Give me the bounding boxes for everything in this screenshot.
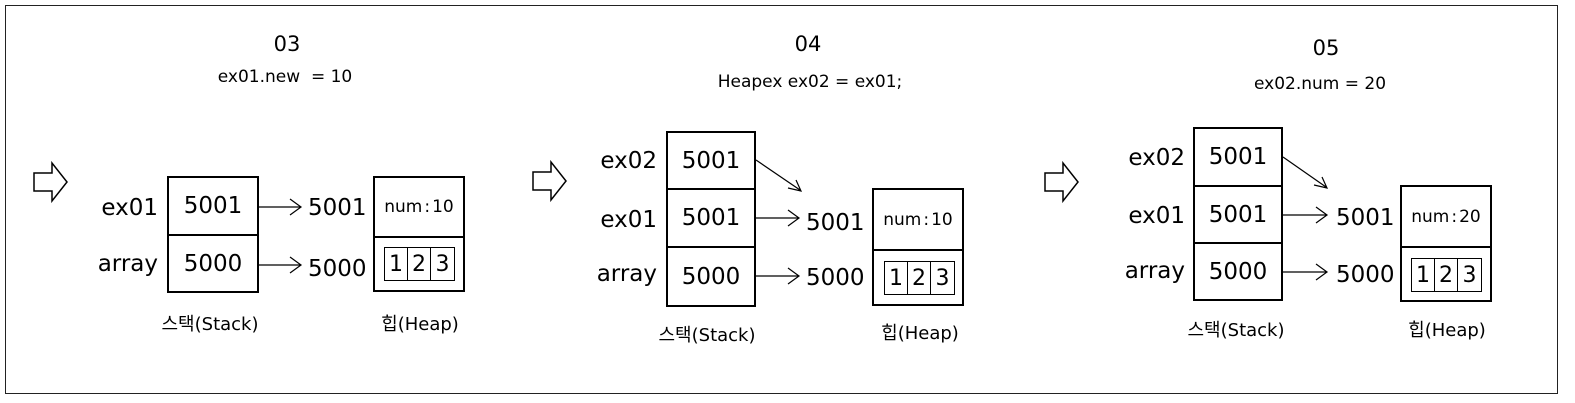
stack-var-label: ex01 bbox=[600, 207, 657, 233]
heap-object: num : 20 bbox=[1402, 187, 1490, 248]
heap-object: num : 10 bbox=[874, 190, 962, 251]
heap-field-separator: : bbox=[923, 209, 930, 230]
step-05-number: 05 bbox=[1312, 36, 1340, 60]
heap-field-value: 20 bbox=[1459, 206, 1481, 227]
heap-field-separator: : bbox=[1451, 206, 1458, 227]
heap-caption: 힙(Heap) bbox=[881, 323, 959, 344]
heap-address: 5000 bbox=[1336, 262, 1395, 288]
step-03-number: 03 bbox=[273, 32, 301, 56]
diagram-frame bbox=[5, 5, 1558, 394]
heap-field-separator: : bbox=[424, 197, 431, 217]
step-05-code: ex02.num = 20 bbox=[1253, 74, 1387, 94]
heap-field-value: 10 bbox=[931, 209, 953, 230]
hollow-right-arrow-icon bbox=[532, 159, 567, 203]
pointer-arrow bbox=[259, 198, 303, 216]
stack-var-label: ex02 bbox=[1128, 145, 1185, 171]
array-element: 1 bbox=[1412, 259, 1435, 291]
heap-address: 5001 bbox=[1336, 205, 1395, 231]
heap-field-name: num bbox=[384, 197, 423, 217]
heap-address: 5001 bbox=[308, 195, 367, 221]
pointer-arrow bbox=[1283, 263, 1329, 281]
stack-cell: 5001 bbox=[167, 176, 259, 236]
heap-array: 1 2 3 bbox=[384, 247, 455, 281]
heap-address: 5000 bbox=[308, 256, 367, 282]
heap-field-name: num bbox=[883, 209, 922, 230]
array-element: 2 bbox=[1435, 259, 1458, 291]
step-04-code: Heapex ex02 = ex01; bbox=[717, 72, 903, 92]
heap-object: num : 10 bbox=[375, 178, 463, 238]
stack-var-label: array bbox=[97, 251, 158, 277]
stack-var-label: ex02 bbox=[600, 148, 657, 174]
stack-cell: 5001 bbox=[1193, 127, 1283, 187]
step-04-number: 04 bbox=[794, 32, 822, 56]
heap-array: 1 2 3 bbox=[1411, 258, 1482, 292]
array-element: 1 bbox=[885, 262, 908, 294]
hollow-right-arrow-icon bbox=[33, 160, 68, 204]
hollow-right-arrow-icon bbox=[1044, 160, 1079, 204]
stack-cell: 5001 bbox=[666, 131, 756, 190]
heap-array: 1 2 3 bbox=[884, 261, 955, 295]
stack-var-label: array bbox=[596, 261, 657, 287]
stack-caption: 스택(Stack) bbox=[658, 325, 756, 346]
heap-field-name: num bbox=[1411, 206, 1450, 227]
array-element: 3 bbox=[935, 265, 950, 291]
heap-block: num : 20 1 2 3 bbox=[1400, 185, 1492, 302]
array-element: 2 bbox=[408, 248, 431, 280]
stack-var-label: ex01 bbox=[101, 195, 158, 221]
stack-caption: 스택(Stack) bbox=[1187, 320, 1285, 341]
heap-address: 5000 bbox=[806, 265, 865, 291]
step-03-code: ex01.new = 10 bbox=[217, 67, 353, 87]
pointer-arrow bbox=[755, 159, 803, 192]
pointer-arrow bbox=[259, 256, 303, 274]
stack-var-label: array bbox=[1124, 258, 1185, 284]
stack-cell: 5000 bbox=[167, 234, 259, 293]
pointer-arrow bbox=[1282, 156, 1329, 189]
stack-caption: 스택(Stack) bbox=[161, 314, 259, 335]
heap-block: num : 10 1 2 3 bbox=[872, 188, 964, 306]
heap-field-value: 10 bbox=[432, 197, 454, 217]
heap-caption: 힙(Heap) bbox=[381, 314, 459, 335]
heap-address: 5001 bbox=[806, 210, 865, 236]
stack-var-label: ex01 bbox=[1128, 203, 1185, 229]
heap-block: num : 10 1 2 3 bbox=[373, 176, 465, 292]
pointer-arrow bbox=[1283, 206, 1329, 224]
stack-cell: 5000 bbox=[1193, 242, 1283, 301]
heap-caption: 힙(Heap) bbox=[1408, 320, 1486, 341]
array-element: 3 bbox=[435, 251, 450, 277]
pointer-arrow bbox=[756, 209, 801, 227]
pointer-arrow bbox=[756, 267, 801, 285]
stack-cell: 5000 bbox=[666, 246, 756, 307]
array-element: 1 bbox=[385, 248, 408, 280]
array-element: 3 bbox=[1462, 262, 1477, 288]
array-element: 2 bbox=[908, 262, 931, 294]
stack-cell: 5001 bbox=[1193, 185, 1283, 244]
